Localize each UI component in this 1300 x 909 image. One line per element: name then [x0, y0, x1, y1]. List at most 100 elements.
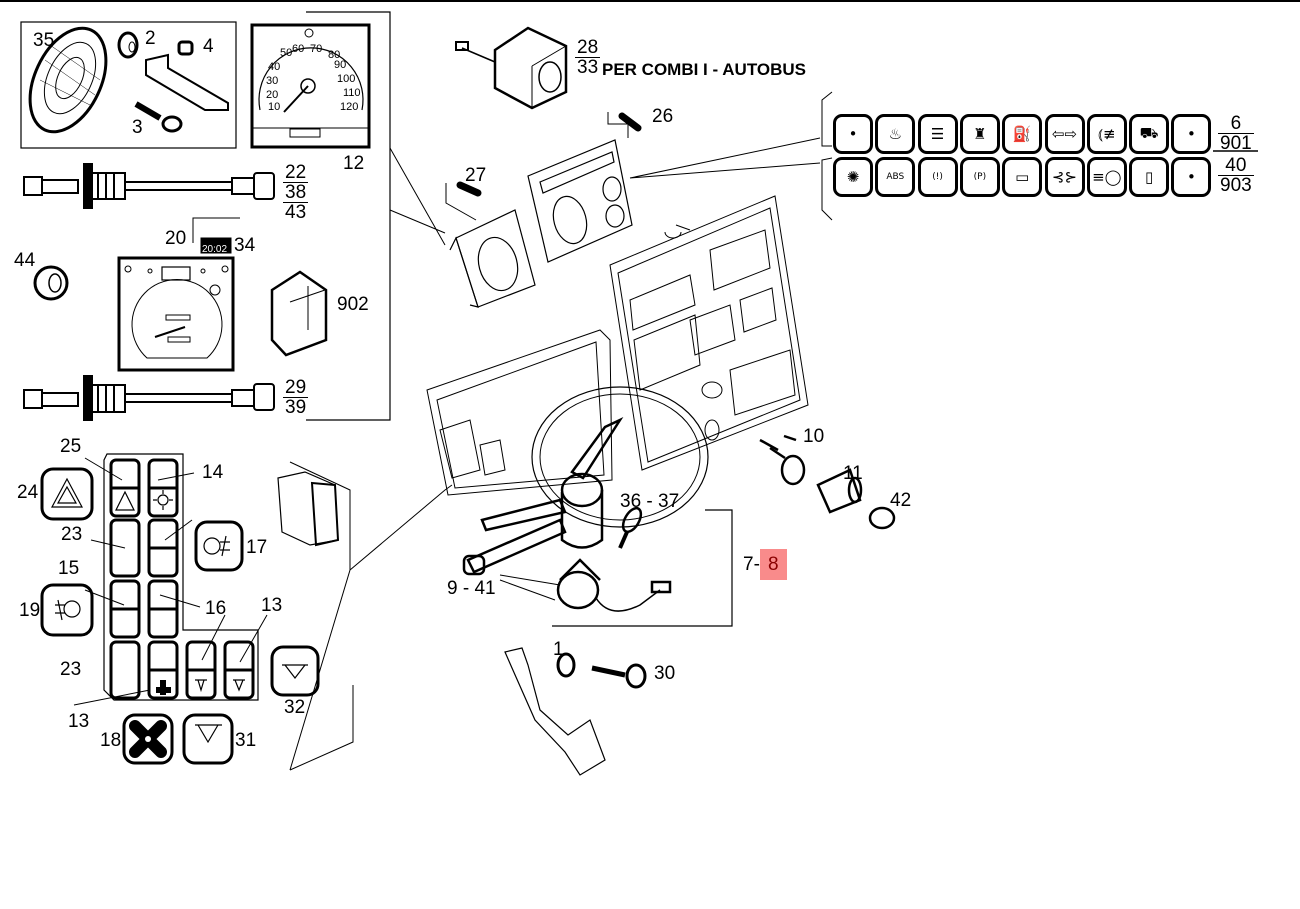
seat-belt-icon: ♜: [959, 114, 1000, 154]
lighter-insert-42: [868, 506, 896, 530]
callout-30: 30: [654, 663, 676, 684]
callout-32: 32: [284, 697, 306, 718]
lamp-bracket: [821, 91, 833, 221]
blank-dot-icon: •: [833, 114, 873, 154]
group-bracket: [552, 509, 733, 627]
gauge-cluster-large: [527, 139, 633, 263]
callout-44: 44: [14, 250, 36, 271]
tick-label: 10: [268, 101, 280, 113]
applicability-note: PER COMBI I - AUTOBUS: [602, 60, 807, 79]
callout-19: 19: [19, 600, 41, 621]
callout-3: 3: [132, 117, 143, 138]
callout-4: 4: [203, 36, 214, 57]
control-unit-part: [270, 270, 328, 357]
callout-9-41: 9 - 41: [447, 578, 496, 599]
tick-label: 40: [268, 61, 280, 73]
tick-label: 70: [310, 43, 322, 55]
clock-readout: 20:02: [202, 244, 228, 255]
nut-part: [556, 652, 576, 678]
screw-26: [607, 112, 642, 138]
callout-31: 31: [235, 730, 257, 751]
callout-7: 7-: [743, 554, 760, 575]
callout-23-lower: 23: [60, 659, 82, 680]
pedal-part: [504, 647, 606, 776]
callout-902: 902: [337, 294, 369, 315]
glow-plug-icon: ✺: [833, 157, 873, 197]
grommet-part: [33, 265, 69, 301]
knob-part: [117, 31, 139, 59]
coolant-level-icon: ♨: [875, 114, 916, 154]
switch-symbols: [50, 477, 308, 744]
callout-15: 15: [58, 558, 80, 579]
callout-42: 42: [890, 490, 912, 511]
main-beam-icon: ≡◯: [1086, 157, 1127, 197]
top-border: [0, 0, 1300, 2]
screw-27: [445, 181, 482, 221]
callout-11: 11: [843, 463, 863, 484]
oil-pressure-icon: ⛽: [1002, 114, 1043, 154]
leader-line: [289, 461, 453, 771]
tick-label: 20: [266, 89, 278, 101]
callout-13-lower: 13: [68, 711, 90, 732]
rocker-switch-part: [277, 471, 340, 547]
abs-icon: ABS: [875, 157, 916, 197]
blank-dot-icon: •: [1171, 157, 1212, 197]
switch-panel-outline: [103, 453, 259, 701]
tick-label: 110: [343, 87, 361, 99]
leader-line: [499, 574, 561, 601]
fan-icon: [129, 720, 167, 758]
lighter-11: [816, 468, 863, 514]
tick-label: 100: [337, 73, 355, 85]
callout-20: 20: [165, 228, 187, 249]
leader-line: [192, 217, 240, 243]
callout-13-upper: 13: [261, 595, 283, 616]
tick-label: 30: [266, 75, 278, 87]
callout-2: 2: [145, 28, 156, 49]
tick-label: 90: [334, 59, 346, 71]
callout-1: 1: [553, 639, 564, 660]
steering-column-switch: [462, 417, 672, 612]
speedo-cable-29: [23, 375, 275, 421]
kit-box: [20, 21, 237, 149]
callout-8-highlighted[interactable]: 8: [760, 549, 787, 580]
tachograph-120-part: [250, 23, 371, 149]
door-open-icon: ▯: [1129, 157, 1170, 197]
callout-24: 24: [17, 482, 39, 503]
parking-brake-icon: (P): [959, 157, 1000, 197]
heater-grille-icon: ☰: [917, 114, 958, 154]
leader-line: [73, 457, 268, 706]
callout-17: 17: [246, 537, 268, 558]
blank-dot-icon: •: [1171, 114, 1212, 154]
key-part: [134, 101, 183, 133]
speaker-grille-part: [28, 26, 108, 134]
dashboard-panel: [426, 195, 809, 528]
tick-label: 60: [292, 43, 304, 55]
callout-26: 26: [652, 106, 674, 127]
callout-36-37: 36 - 37: [620, 491, 680, 512]
tick-label: 80: [328, 49, 340, 61]
callout-12: 12: [343, 153, 365, 174]
clock-display: [200, 237, 232, 254]
callout-35: 35: [33, 30, 55, 51]
light-beam-icon: ⦅≢: [1086, 114, 1127, 154]
tick-label: 50: [280, 47, 292, 59]
callout-16: 16: [205, 598, 227, 619]
switch-buttons: [40, 458, 320, 765]
tipping-body-icon: ⛟: [1129, 114, 1170, 154]
gauge-cluster-small: [449, 209, 536, 308]
tick-label: 120: [340, 101, 358, 113]
callout-25: 25: [60, 436, 82, 457]
speedo-cable-22: [23, 163, 275, 209]
callout-18: 18: [100, 730, 122, 751]
callout-27: 27: [465, 165, 487, 186]
socket-10: [759, 434, 806, 486]
callout-34: 34: [234, 235, 256, 256]
hour-meter-part: [455, 26, 568, 110]
group-bracket: [306, 11, 391, 421]
leader-line: [629, 137, 821, 179]
